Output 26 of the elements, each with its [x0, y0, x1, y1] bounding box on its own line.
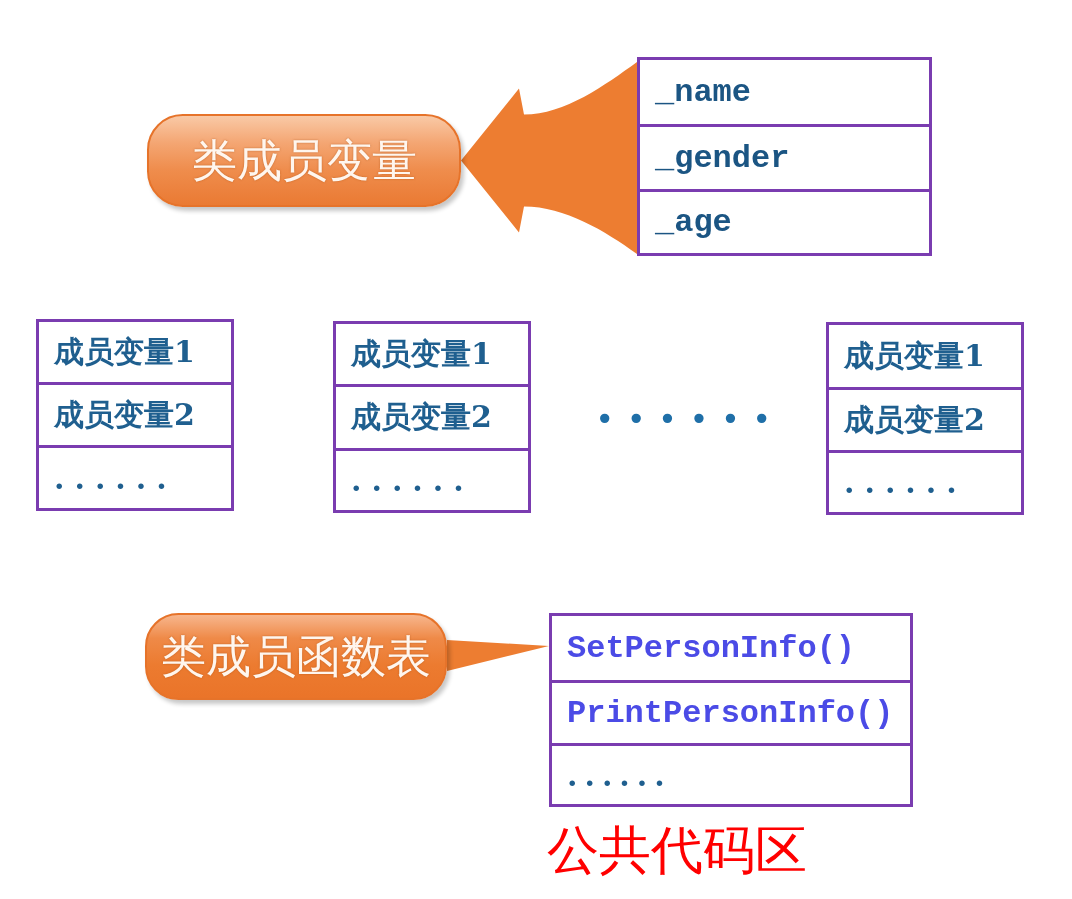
table-cell: PrintPersonInfo() — [552, 680, 910, 743]
table-cell: 成员变量2 — [336, 384, 528, 448]
table-cell: 成员变量2 — [829, 387, 1021, 450]
callout-bubble: 类成员函数表 — [145, 613, 447, 700]
ellipsis: ······ — [596, 394, 785, 444]
table-cell: _age — [640, 189, 929, 253]
table-cell: 成员变量1 — [336, 324, 528, 384]
table-cell: ...... — [336, 448, 528, 510]
table-cell: 成员变量2 — [39, 382, 231, 445]
table-cell: ...... — [39, 445, 231, 508]
table-cell: _name — [640, 60, 929, 124]
block-arrow — [461, 62, 637, 254]
table-cell: 成员变量1 — [829, 325, 1021, 387]
table-frame — [333, 321, 531, 513]
table-cell: ...... — [829, 450, 1021, 512]
callout-pointer — [447, 640, 549, 671]
table-cell: _gender — [640, 124, 929, 189]
table-cell: SetPersonInfo() — [552, 616, 910, 680]
table-label: 公共代码区 — [547, 822, 807, 880]
table-frame — [637, 57, 932, 256]
table-cell: 成员变量1 — [39, 322, 231, 382]
table-frame — [36, 319, 234, 511]
table-frame — [826, 322, 1024, 515]
callout-bubble: 类成员变量 — [147, 114, 461, 207]
table-frame — [549, 613, 913, 807]
table-cell: ...... — [552, 743, 910, 804]
